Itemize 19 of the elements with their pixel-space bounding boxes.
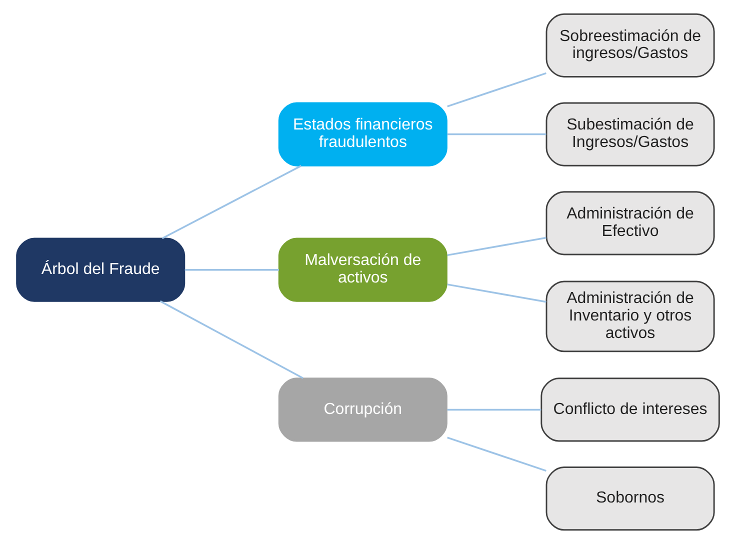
connector xyxy=(446,72,546,108)
connector xyxy=(446,284,546,303)
connector xyxy=(161,165,302,240)
connector xyxy=(184,268,278,271)
node-box: Administración de Inventario y otros activos xyxy=(545,280,714,352)
node-box: Estados financieros fraudulentos xyxy=(278,102,447,166)
node-box: Árbol del Fraude xyxy=(16,238,185,302)
node-box: Sobreestimación de ingresos/Gastos xyxy=(545,13,714,78)
connector xyxy=(159,300,303,379)
node-box: Conflicto de intereses xyxy=(540,378,720,442)
connector xyxy=(446,236,546,256)
connector xyxy=(446,133,546,136)
node-box: Subestimación de Ingresos/Gastos xyxy=(545,102,714,166)
connector xyxy=(446,436,546,472)
connector xyxy=(446,408,541,411)
node-box: Malversación de activos xyxy=(278,238,447,302)
node-box: Corrupción xyxy=(278,378,447,442)
node-box: Administración de Efectivo xyxy=(545,191,714,256)
node-box: Sobornos xyxy=(545,466,714,531)
